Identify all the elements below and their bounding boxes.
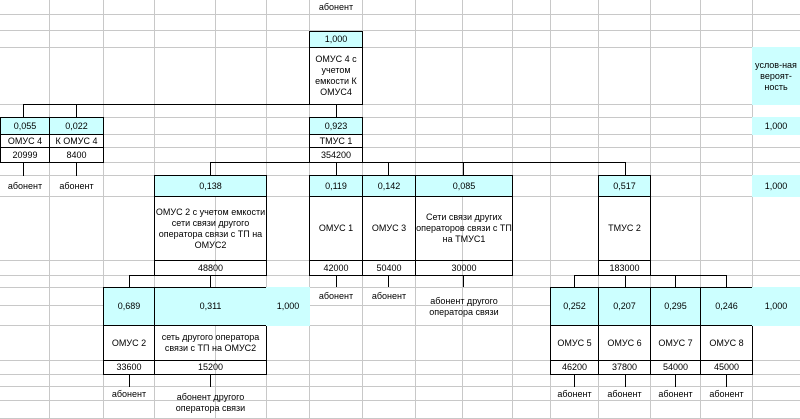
legend-conditional-probability: услов-ная вероят-ность — [752, 47, 800, 105]
node-omus1-capacity: 42000 — [309, 260, 363, 276]
connector-line — [675, 374, 676, 387]
node-omus3-capacity: 50400 — [362, 260, 416, 276]
node-omus3-name: ОМУС 3 — [362, 196, 416, 261]
node-omus4-probability: 0,055 — [0, 117, 50, 135]
node-tmus1-name: ТМУС 1 — [309, 134, 363, 148]
node-komus4-subscriber: абонент — [59, 181, 94, 191]
connector-line — [129, 374, 130, 387]
node-omus5-name: ОМУС 5 — [550, 325, 599, 361]
connector-line — [625, 374, 626, 387]
node-omus2-group-probability: 0,138 — [154, 175, 267, 197]
connector-line — [574, 275, 575, 287]
node-komus4-probability: 0,022 — [49, 117, 104, 135]
node-omus6-name: ОМУС 6 — [598, 325, 651, 361]
connector-line — [463, 275, 464, 287]
node-komus4-capacity: 8400 — [49, 147, 104, 163]
node-omus8-name: ОМУС 8 — [700, 325, 753, 361]
node-omus4-capacity: 20999 — [0, 147, 50, 163]
connector-line — [76, 162, 77, 176]
connector-line — [210, 162, 211, 176]
node-omus7-name: ОМУС 7 — [650, 325, 701, 361]
node-tmus2-name: ТМУС 2 — [598, 196, 651, 261]
level3-right-total-probability: 1,000 — [752, 287, 800, 326]
node-other-operators-name: Сети связи других операторов связи с ТП … — [415, 196, 513, 261]
node-tmus2-probability: 0,517 — [598, 175, 651, 197]
node-omus2-group-name: ОМУС 2 с учетом емкости сети связи друго… — [154, 196, 267, 261]
node-omus7-subscriber: абонент — [658, 388, 693, 399]
connector-line — [336, 162, 337, 176]
connector-line — [23, 104, 24, 117]
node-omus8-subscriber: абонент — [709, 388, 744, 399]
node-komus4-name: К ОМУС 4 — [49, 134, 104, 148]
node-other-operators-probability: 0,085 — [415, 175, 513, 197]
node-omus3-probability: 0,142 — [362, 175, 416, 197]
node-omus2-capacity: 33600 — [103, 360, 155, 375]
connector-line — [625, 275, 626, 287]
connector-line — [210, 275, 211, 287]
connector-line — [574, 275, 727, 276]
node-omus2-name: ОМУС 2 — [103, 325, 155, 361]
node-tmus1-capacity: 354200 — [309, 147, 363, 163]
connector-line — [388, 275, 389, 287]
node-omus5-subscriber: абонент — [557, 388, 592, 399]
connector-line — [726, 374, 727, 387]
node-omus2-other-net-probability: 0,311 — [154, 287, 267, 326]
node-tmus2-capacity: 183000 — [598, 260, 651, 276]
node-omus5-capacity: 46200 — [550, 360, 599, 375]
node-omus2-group-capacity: 48800 — [154, 260, 267, 276]
node-omus7-capacity: 54000 — [650, 360, 701, 375]
node-omus2-subscriber: абонент — [111, 388, 147, 399]
connector-line — [625, 162, 626, 176]
connector-line — [463, 162, 464, 176]
connector-line — [574, 374, 575, 387]
root-node-name: ОМУС 4 с учетом емкости К ОМУС4 — [309, 47, 363, 105]
node-omus4-name: ОМУС 4 — [0, 134, 50, 148]
node-omus6-subscriber: абонент — [607, 388, 642, 399]
node-omus2-other-net-capacity: 15200 — [154, 360, 267, 375]
connector-line — [129, 275, 211, 276]
connector-line — [336, 104, 337, 117]
node-omus1-probability: 0,119 — [309, 175, 363, 197]
root-probability: 1,000 — [309, 31, 363, 48]
connector-line — [388, 162, 389, 176]
connector-line — [210, 162, 626, 163]
connector-line — [129, 275, 130, 287]
level2-total-probability: 1,000 — [752, 175, 800, 197]
root-top-label: абонент — [318, 2, 354, 12]
node-omus8-probability: 0,246 — [700, 287, 753, 326]
node-omus1-subscriber: абонент — [318, 291, 354, 301]
node-omus3-subscriber: абонент — [371, 291, 407, 301]
node-omus5-probability: 0,252 — [550, 287, 599, 326]
node-tmus1-probability: 0,923 — [309, 117, 363, 135]
connector-line — [726, 275, 727, 287]
node-omus1-name: ОМУС 1 — [309, 196, 363, 261]
node-other-operators-subscriber: абонент другого оператора связи — [429, 295, 499, 317]
level3-left-total-probability: 1,000 — [266, 287, 310, 326]
connector-line — [336, 275, 337, 287]
connector-line — [23, 104, 337, 105]
node-omus2-other-net-subscriber: абонент другого оператора связи — [175, 392, 246, 413]
connector-line — [23, 162, 24, 176]
level1-total-probability: 1,000 — [752, 117, 800, 135]
node-omus4-subscriber: абонент — [7, 181, 43, 191]
node-omus6-probability: 0,207 — [598, 287, 651, 326]
node-other-operators-capacity: 30000 — [415, 260, 513, 276]
node-omus7-probability: 0,295 — [650, 287, 701, 326]
connector-line — [76, 104, 77, 117]
node-omus2-other-net-name: сеть другого оператора связи с ТП на ОМУ… — [154, 325, 267, 361]
node-omus2-probability: 0,689 — [103, 287, 155, 326]
node-omus8-capacity: 45000 — [700, 360, 753, 375]
connector-line — [210, 374, 211, 387]
node-omus6-capacity: 37800 — [598, 360, 651, 375]
connector-line — [675, 275, 676, 287]
